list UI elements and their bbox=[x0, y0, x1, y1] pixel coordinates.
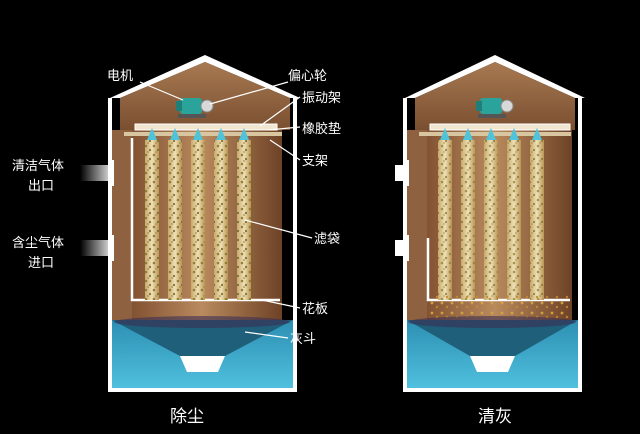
label-clean-gas-outlet-2: 出口 bbox=[28, 179, 54, 194]
leader-rubber-pad bbox=[267, 126, 301, 131]
left-roof-inner bbox=[120, 62, 290, 130]
leader-ash-hopper bbox=[244, 331, 289, 339]
left-roof bbox=[110, 55, 300, 98]
leader-tube-sheet bbox=[261, 299, 301, 309]
leader-eccentric-wheel bbox=[209, 81, 289, 105]
label-dusty-gas-inlet-1: 含尘气体 bbox=[12, 235, 64, 251]
right-motor bbox=[476, 98, 514, 118]
left-bag bbox=[214, 128, 228, 300]
label-filter-bag: 滤袋 bbox=[314, 232, 340, 247]
right-inlet-pipe bbox=[395, 235, 409, 261]
left-ash-hopper bbox=[112, 316, 293, 388]
left-left-plenum bbox=[112, 130, 132, 320]
right-unit bbox=[395, 55, 585, 392]
leader-filter-bag bbox=[244, 219, 313, 239]
left-filter-bags bbox=[145, 128, 251, 300]
right-outlet-pipe bbox=[395, 160, 409, 186]
leader-lines bbox=[139, 81, 313, 339]
label-dusty-gas-inlet-2: 进口 bbox=[28, 256, 54, 271]
label-ash-hopper: 灰斗 bbox=[290, 332, 316, 347]
right-bag bbox=[484, 128, 498, 300]
left-outlet-pipe bbox=[80, 160, 114, 186]
right-roof bbox=[405, 55, 585, 98]
leader-motor bbox=[139, 81, 184, 101]
right-support-bar bbox=[419, 132, 571, 136]
label-eccentric-wheel: 偏心轮 bbox=[288, 69, 327, 84]
right-bag bbox=[530, 128, 544, 300]
label-motor: 电机 bbox=[107, 69, 133, 84]
left-bag bbox=[168, 128, 182, 300]
left-vibration-frame bbox=[134, 123, 278, 131]
right-bag bbox=[438, 128, 452, 300]
left-bag bbox=[191, 128, 205, 300]
left-inner-wall bbox=[130, 138, 280, 302]
left-bag bbox=[237, 128, 251, 300]
left-motor bbox=[176, 98, 214, 118]
right-roof-inner bbox=[415, 62, 575, 130]
caption-left: 除尘 bbox=[170, 407, 204, 427]
right-vibration-frame bbox=[429, 123, 571, 131]
label-clean-gas-outlet-1: 清洁气体 bbox=[12, 158, 64, 174]
left-support-bar bbox=[124, 132, 282, 136]
right-bag bbox=[461, 128, 475, 300]
label-vibration-frame: 振动架 bbox=[302, 91, 341, 106]
leader-support bbox=[269, 139, 301, 161]
left-bag bbox=[145, 128, 159, 300]
leader-vibration-frame bbox=[259, 96, 301, 127]
label-tube-sheet: 花板 bbox=[302, 301, 328, 317]
left-unit bbox=[80, 55, 300, 392]
label-support: 支架 bbox=[302, 154, 328, 169]
right-ash-hopper bbox=[407, 316, 578, 388]
label-rubber-pad: 橡胶垫 bbox=[302, 121, 341, 137]
right-left-plenum bbox=[407, 130, 427, 320]
left-inlet-pipe bbox=[80, 235, 114, 261]
caption-right: 清灰 bbox=[478, 407, 512, 427]
right-filter-bags bbox=[438, 128, 544, 300]
right-bag bbox=[507, 128, 521, 300]
